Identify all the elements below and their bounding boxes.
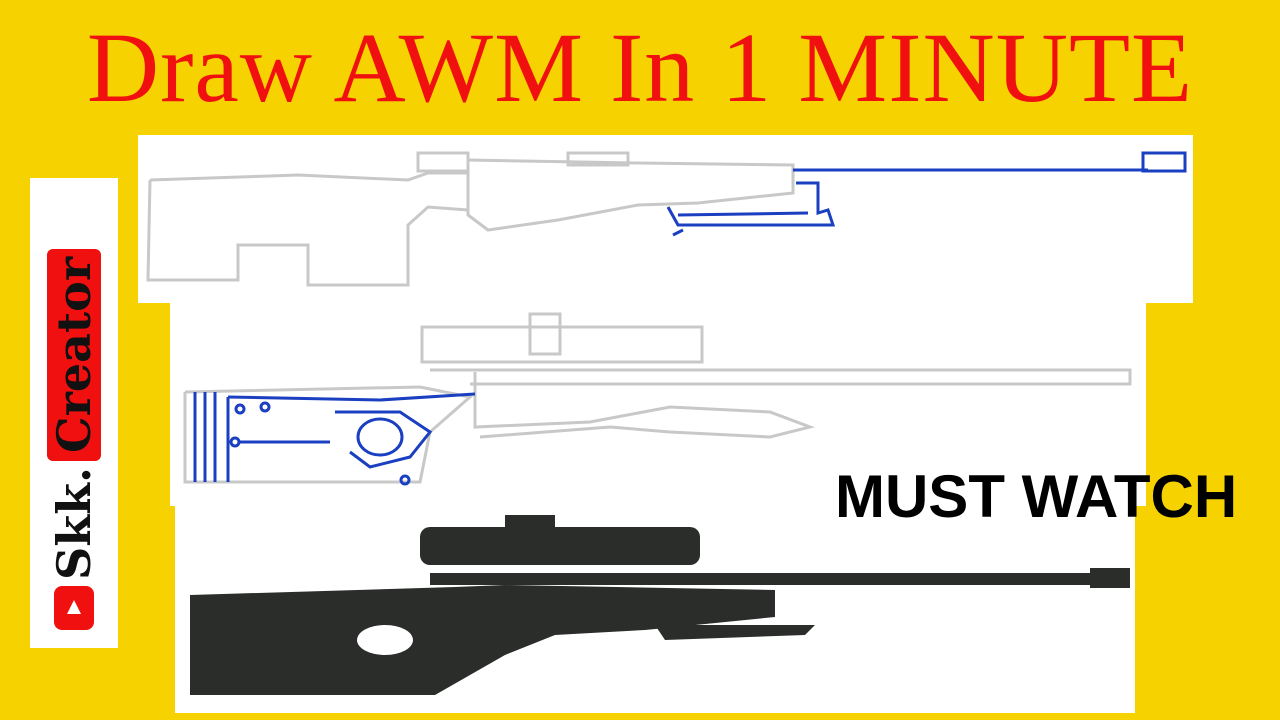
drawing-step-2 [170, 302, 1146, 506]
video-title: Draw AWM In 1 MINUTE [86, 12, 1194, 123]
channel-name-part2: Creator [47, 248, 101, 462]
must-watch-callout: MUST WATCH [835, 463, 1238, 530]
channel-name-part1: Skk. [47, 467, 101, 580]
youtube-play-icon [54, 586, 94, 630]
rifle-sketch-step-2 [183, 312, 1132, 486]
rifle-sketch-step-1 [146, 151, 1187, 287]
awm-rifle-image [190, 515, 1130, 695]
drawing-step-1 [138, 135, 1193, 303]
channel-logo: Skk. Creator [30, 178, 118, 648]
drawing-finished [175, 505, 1135, 713]
